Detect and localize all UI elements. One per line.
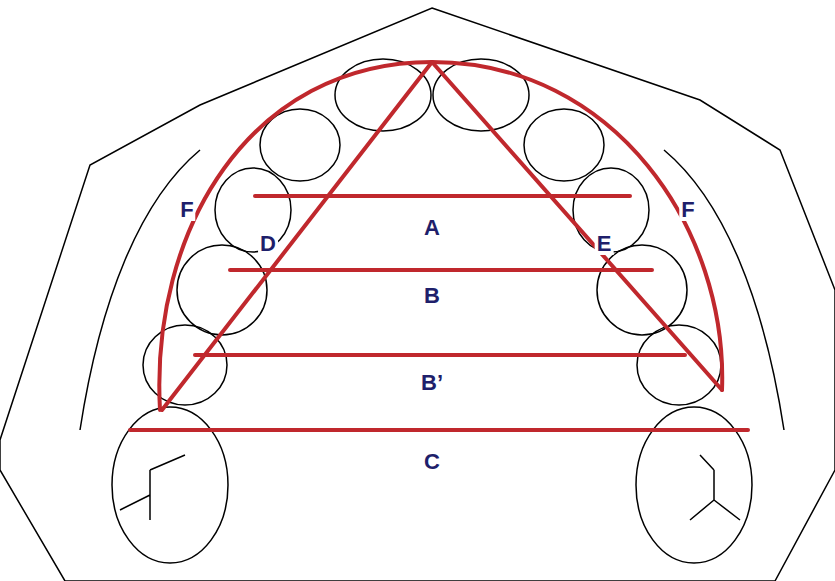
- cast-outline: [0, 8, 835, 581]
- tooth-groove: [690, 455, 740, 520]
- tooth-outline: [597, 245, 687, 335]
- tooth-groove: [80, 150, 200, 430]
- triangle-right: [432, 62, 722, 390]
- tooth-outline: [524, 109, 604, 181]
- width-label: A: [422, 217, 442, 239]
- width-line-b-prime: [195, 353, 685, 357]
- width-line-c: [130, 428, 748, 432]
- tooth-outline: [335, 59, 431, 131]
- width-line-a: [255, 194, 630, 198]
- width-label: B’: [419, 372, 445, 394]
- side-label: F: [178, 199, 195, 221]
- tooth-outline: [260, 109, 340, 181]
- tooth-groove: [120, 455, 185, 520]
- triangle-left: [162, 62, 432, 410]
- width-line-b: [230, 268, 652, 272]
- arch-curve: [159, 62, 722, 410]
- measurement-lines: [130, 62, 748, 430]
- teeth: [80, 59, 784, 563]
- tooth-outline: [215, 168, 291, 252]
- tooth-outline: [637, 325, 721, 405]
- point-label: D: [258, 233, 278, 255]
- tooth-outline: [143, 325, 227, 405]
- width-label: C: [422, 451, 442, 473]
- side-label: F: [679, 199, 696, 221]
- point-label: E: [595, 233, 614, 255]
- width-label: B: [422, 285, 442, 307]
